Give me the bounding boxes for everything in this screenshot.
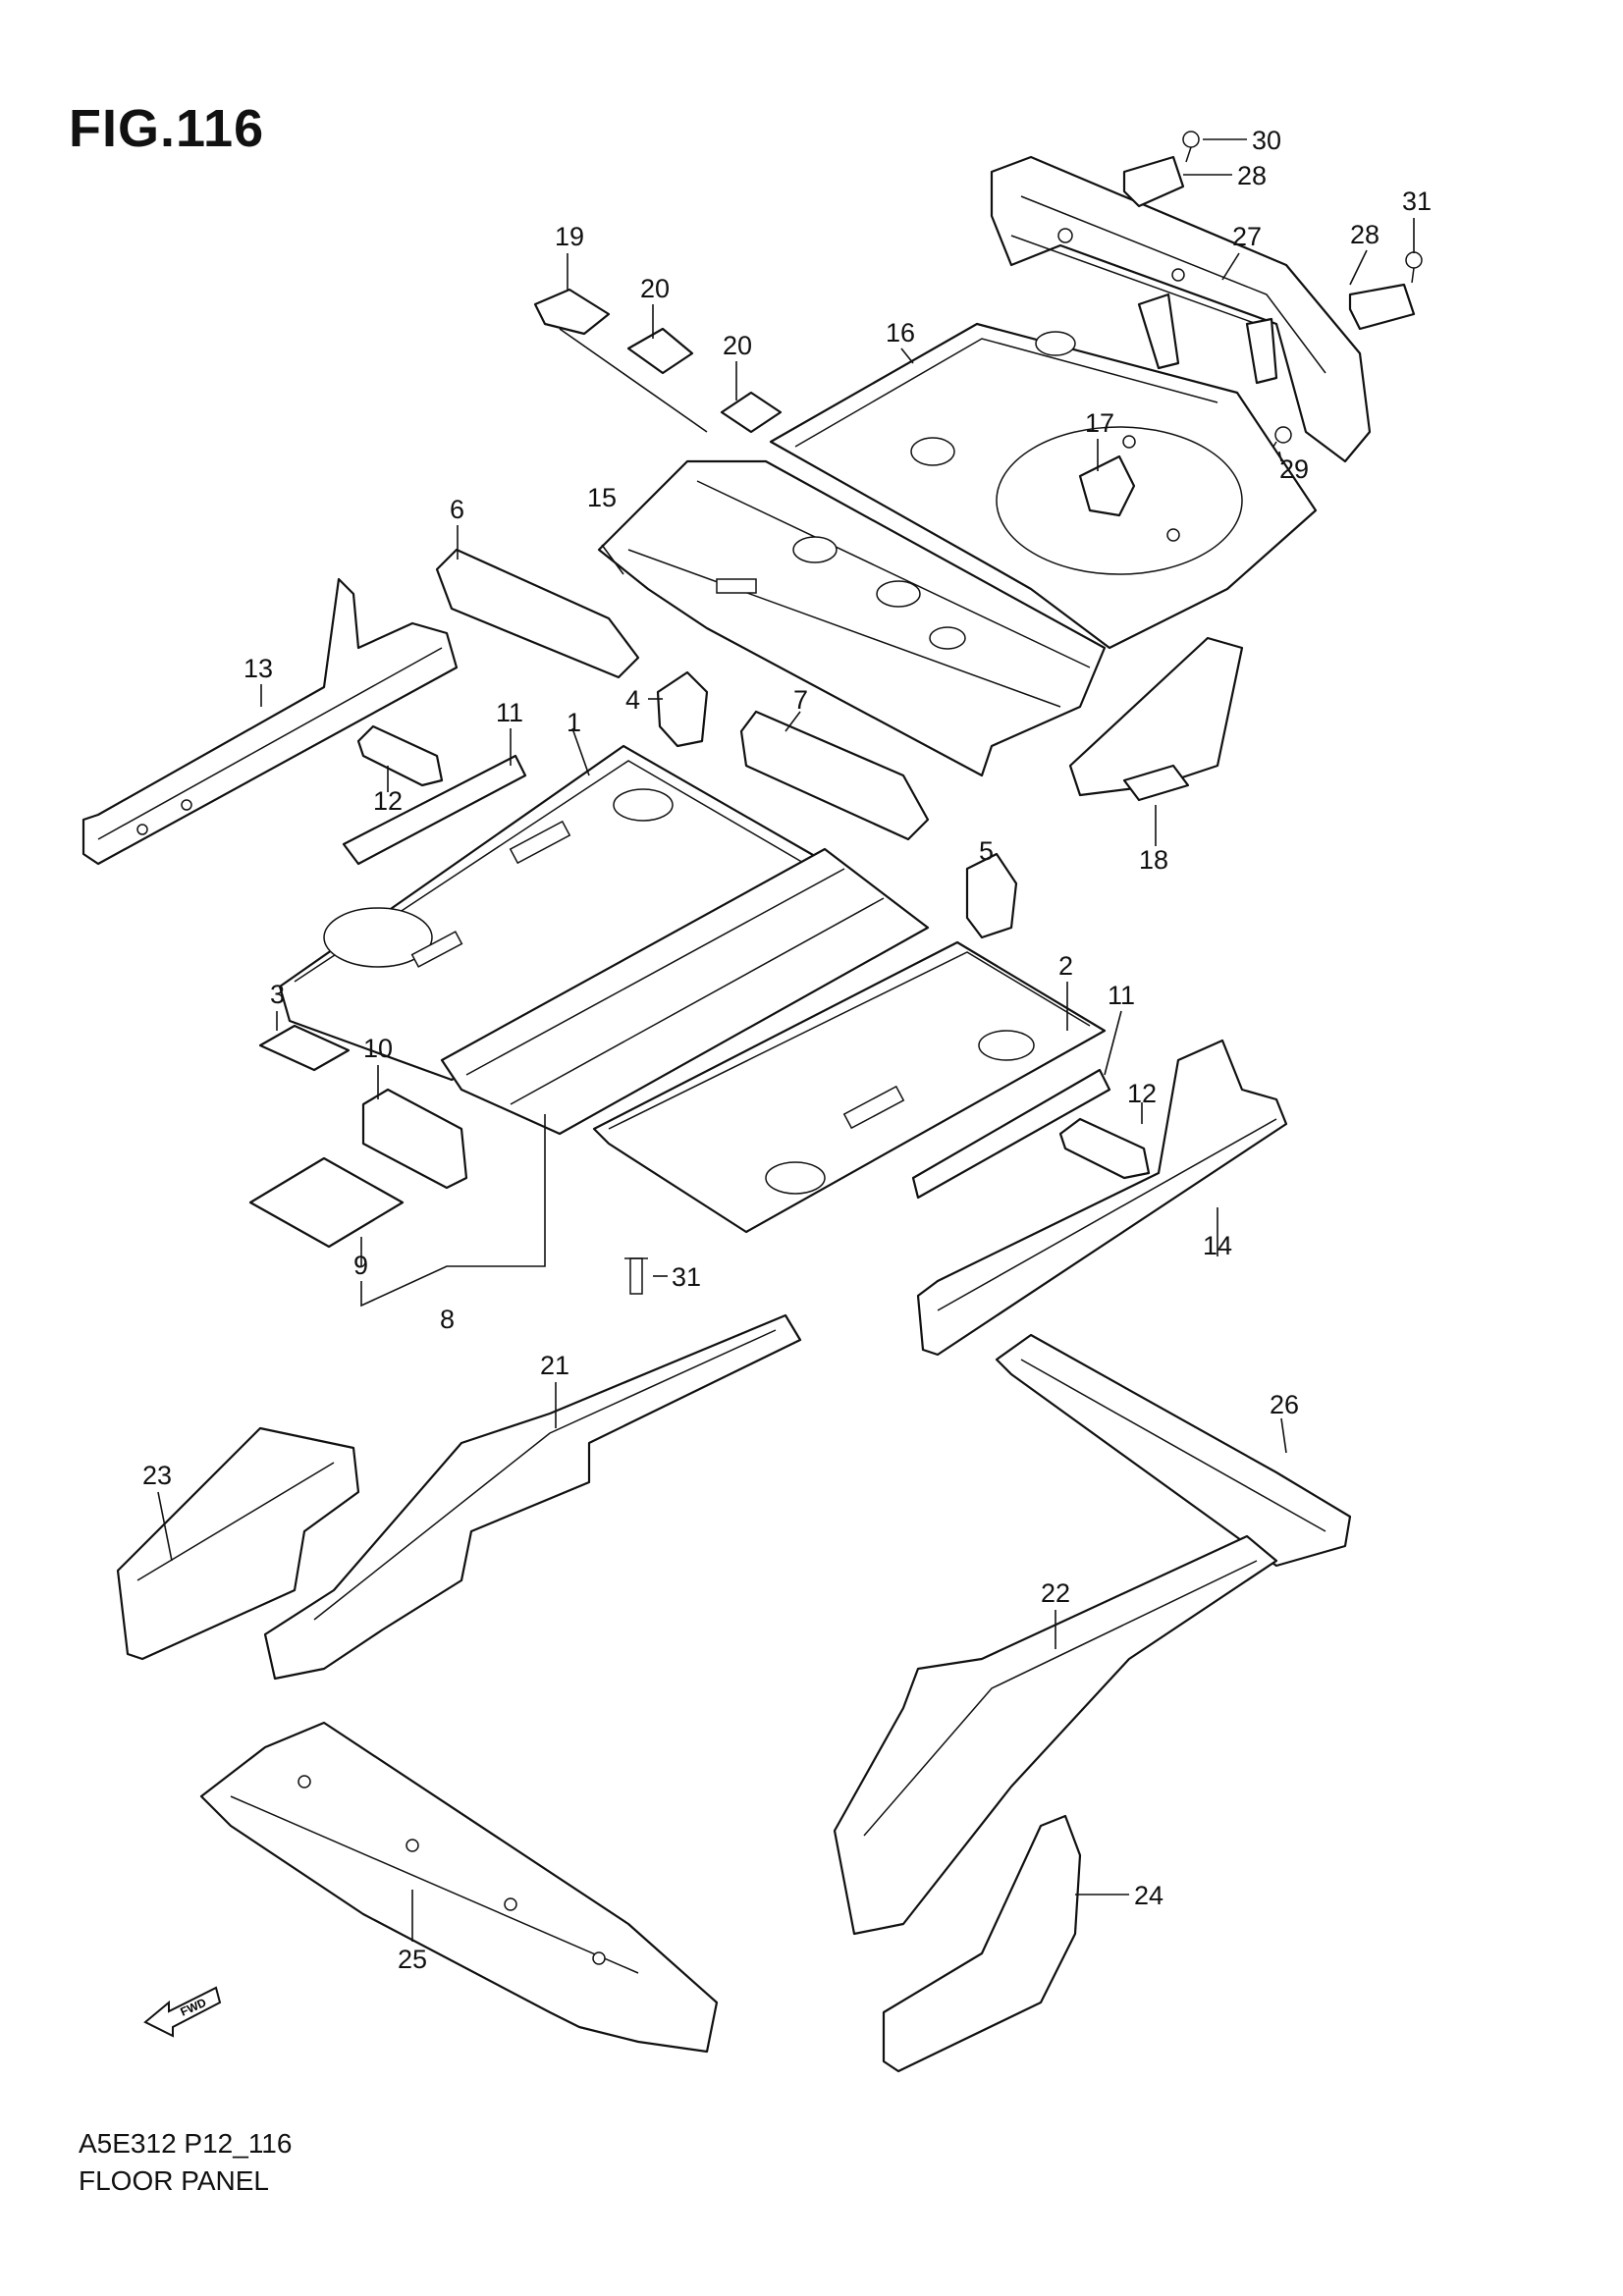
part-3-patch xyxy=(258,1024,351,1072)
callout-13: 13 xyxy=(243,654,273,683)
part-11-member-right xyxy=(911,1068,1111,1200)
callout-22: 22 xyxy=(1041,1578,1070,1608)
callout-20: 20 xyxy=(640,274,670,303)
callout-10: 10 xyxy=(363,1034,393,1063)
callout-14: 14 xyxy=(1203,1231,1232,1260)
part-2-front-floor xyxy=(592,940,1107,1234)
callout-17: 17 xyxy=(1085,408,1114,438)
callout-23: 23 xyxy=(142,1461,172,1490)
callout-30: 31 xyxy=(1402,187,1432,216)
fwd-arrow-icon: FWD xyxy=(143,1986,222,2038)
callout-28: 28 xyxy=(1350,220,1380,249)
part-9-bracket xyxy=(248,1156,405,1249)
callout-1: 1 xyxy=(567,708,581,737)
callout-21: 21 xyxy=(540,1351,569,1380)
callout-19: 19 xyxy=(555,222,584,251)
part-30-bolt-right xyxy=(1405,251,1423,284)
part-20-reinforcement-a xyxy=(626,327,694,375)
part-31-bolt xyxy=(624,1257,648,1295)
part-21-front-member xyxy=(263,1313,802,1681)
callout-26: 26 xyxy=(1270,1390,1299,1419)
callout-8: 8 xyxy=(440,1305,455,1334)
part-4-bracket xyxy=(656,670,709,748)
callout-labels: 30 28 31 28 27 19 20 20 16 17 29 15 6 4 … xyxy=(142,126,1432,1974)
part-11-member-left xyxy=(342,754,527,866)
callout-2: 2 xyxy=(1058,951,1073,981)
part-22-rear-member xyxy=(833,1534,1278,1936)
part-28-bracket-top xyxy=(1122,155,1185,208)
callout-31: 31 xyxy=(672,1262,701,1292)
callout-4: 4 xyxy=(625,685,640,715)
part-27-rear-panel xyxy=(990,155,1372,463)
part-23-member xyxy=(116,1426,360,1661)
part-19-reinforcement xyxy=(533,288,611,336)
callout-27: 27 xyxy=(1232,222,1262,251)
diagram-code: A5E312 P12_116 xyxy=(79,2128,293,2159)
callout-30: 30 xyxy=(1252,126,1281,155)
part-5-bracket xyxy=(965,852,1018,939)
part-28-bracket-right xyxy=(1348,283,1416,331)
part-30-bolt-top xyxy=(1182,131,1200,163)
callout-9: 9 xyxy=(353,1251,368,1280)
part-13-side-sill xyxy=(81,577,459,866)
callout-20: 20 xyxy=(723,331,752,360)
part-18-extension xyxy=(1068,636,1244,802)
callout-7: 7 xyxy=(793,685,808,715)
diagram-name: FLOOR PANEL xyxy=(79,2165,269,2196)
part-8-floor-tunnel xyxy=(440,847,930,1136)
callout-5: 5 xyxy=(979,836,994,866)
callout-12: 12 xyxy=(1127,1079,1157,1108)
part-17-bracket xyxy=(1078,454,1136,517)
callout-15: 15 xyxy=(587,483,617,512)
figure-title: FIG.116 xyxy=(69,99,265,158)
part-14-side-sill xyxy=(916,1039,1288,1357)
part-12-bracket-left xyxy=(356,724,444,787)
callout-11: 11 xyxy=(496,698,523,727)
part-16-rear-floor xyxy=(769,322,1318,650)
part-15-middle-floor xyxy=(597,459,1107,777)
callout-12: 12 xyxy=(373,786,403,816)
leader-lines xyxy=(157,138,1415,1942)
callout-24: 24 xyxy=(1134,1881,1163,1910)
callout-6: 6 xyxy=(450,495,464,524)
part-29-nut xyxy=(1271,426,1292,451)
part-7-member xyxy=(739,710,930,841)
callout-3: 3 xyxy=(270,980,285,1009)
callout-11: 11 xyxy=(1108,981,1135,1010)
part-25-member xyxy=(199,1721,719,2054)
part-10-bracket xyxy=(361,1088,468,1190)
callout-28: 28 xyxy=(1237,161,1267,190)
part-1-front-floor xyxy=(278,744,822,1082)
part-20-reinforcement-b xyxy=(720,391,783,434)
part-12-bracket-right xyxy=(1058,1117,1151,1180)
callout-25: 25 xyxy=(398,1945,427,1974)
part-6-member xyxy=(435,548,640,679)
callout-16: 16 xyxy=(886,318,915,347)
callout-18: 18 xyxy=(1139,845,1168,875)
callout-29: 29 xyxy=(1279,454,1309,484)
part-26-member xyxy=(995,1333,1352,1568)
